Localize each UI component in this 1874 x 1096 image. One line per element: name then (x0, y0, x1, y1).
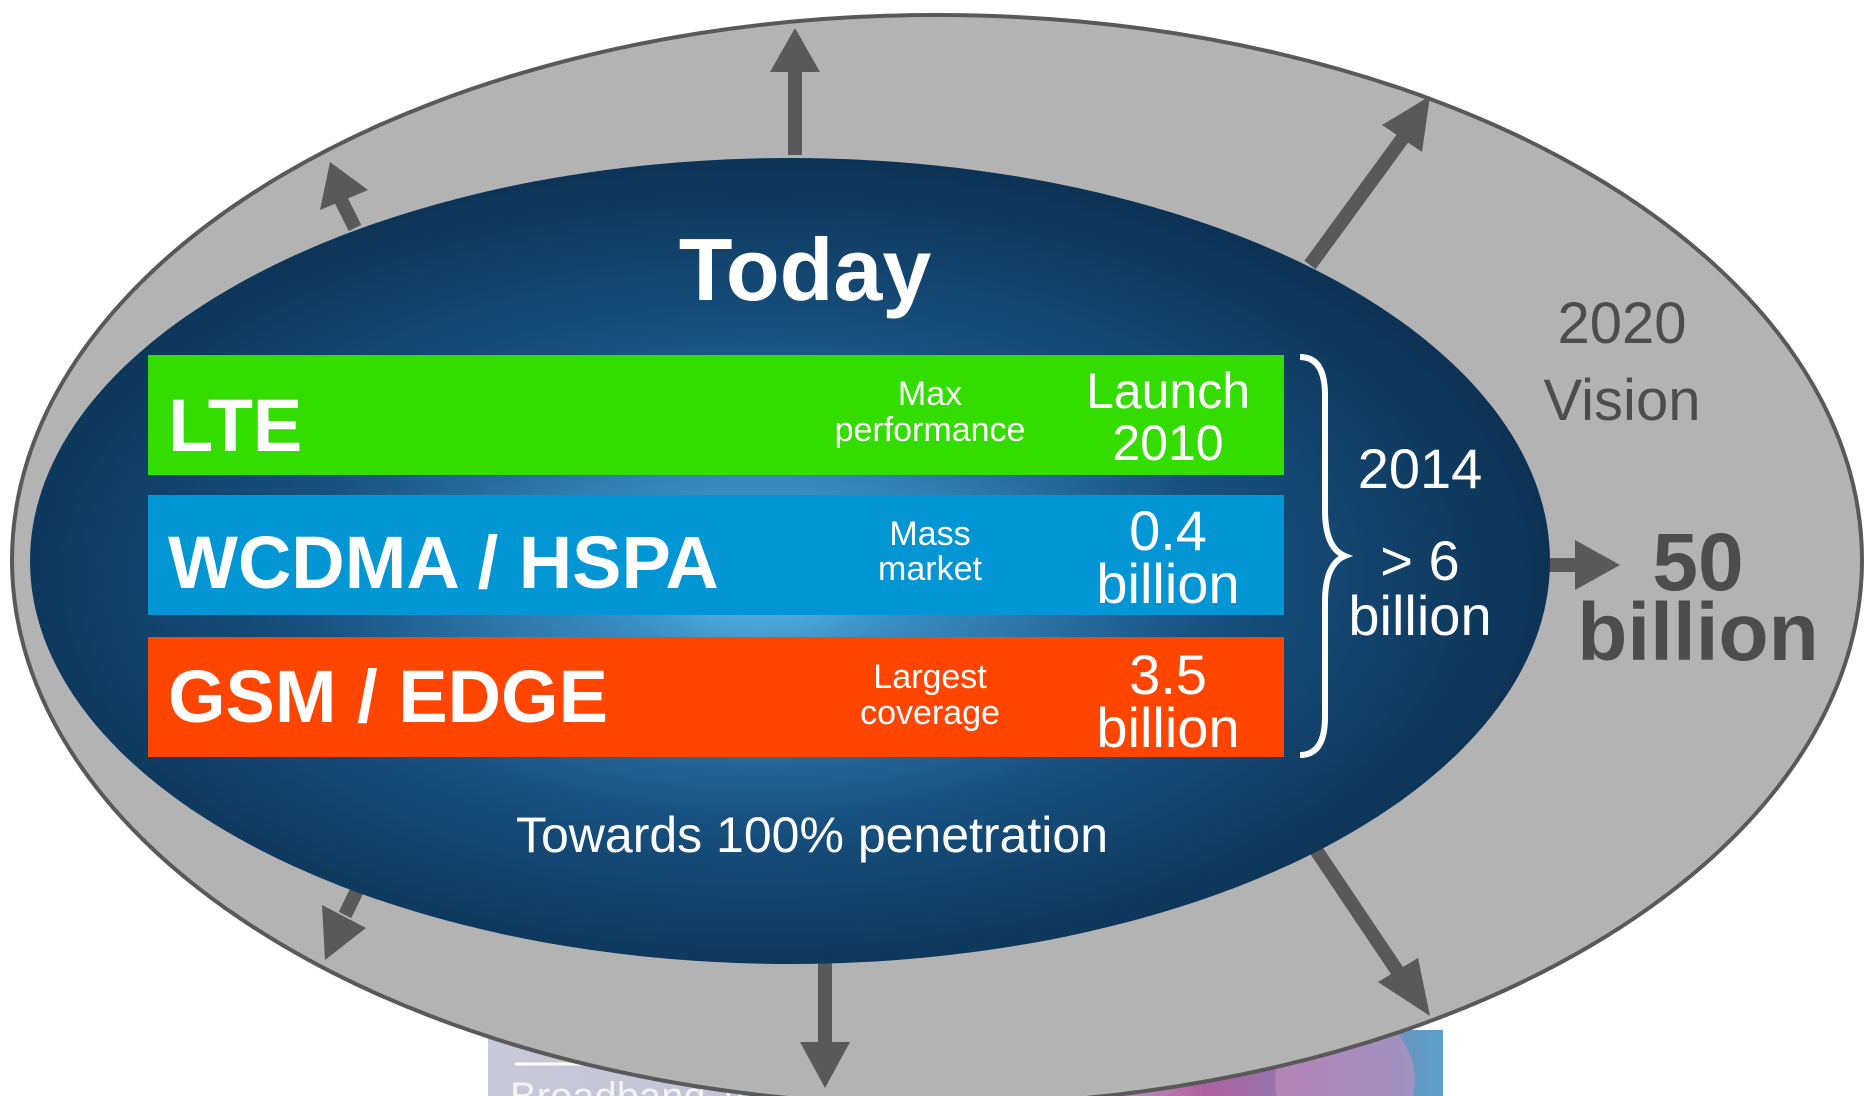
arrow-up-left-icon (333, 194, 362, 232)
tech-desc-line1: Mass (889, 515, 970, 553)
tech-bar-wcdma-hspa: WCDMA / HSPA Mass market 0.4 billion (148, 495, 1284, 615)
vision-value-line1: 50 (1652, 517, 1743, 608)
total-value-line1: > 6 (1380, 529, 1459, 592)
tech-desc-line2: performance (835, 411, 1026, 449)
penetration-text: Towards 100% penetration (516, 807, 1108, 863)
tech-name: GSM / EDGE (168, 655, 608, 738)
tech-stat-line2: billion (1096, 552, 1239, 615)
vision-2020: 2020 Vision 50 billion (1544, 291, 1819, 678)
total-2014: 2014 > 6 billion (1348, 437, 1491, 647)
tech-stat-line1: 3.5 (1129, 643, 1207, 706)
tech-name: LTE (168, 384, 302, 467)
vision-line2: Vision (1544, 368, 1701, 433)
tech-desc-line2: market (878, 550, 982, 588)
arrow-up-right-icon (1304, 130, 1411, 270)
tech-desc-line1: Max (898, 375, 962, 413)
tech-bar-gsm-edge: GSM / EDGE Largest coverage 3.5 billion (148, 637, 1284, 759)
tech-stat-line2: 2010 (1112, 415, 1223, 471)
vision-value-line2: billion (1577, 587, 1818, 678)
diagram-title: Today (679, 220, 932, 319)
tech-name: WCDMA / HSPA (168, 521, 719, 604)
tech-stat-line1: 0.4 (1129, 499, 1207, 562)
tech-stat-line1: Launch (1086, 363, 1250, 419)
vision-line1: 2020 (1557, 291, 1686, 356)
tech-desc-line2: coverage (860, 694, 1000, 732)
expansion-arrows (320, 28, 1620, 1088)
tech-desc-line1: Largest (873, 658, 987, 696)
total-brace (1299, 354, 1354, 758)
tech-bar-lte: LTE Max performance Launch 2010 (148, 355, 1284, 475)
total-year: 2014 (1358, 437, 1483, 500)
tech-stat-line2: billion (1096, 696, 1239, 759)
total-value-line2: billion (1348, 584, 1491, 647)
arrow-down-right-icon (1302, 834, 1406, 979)
